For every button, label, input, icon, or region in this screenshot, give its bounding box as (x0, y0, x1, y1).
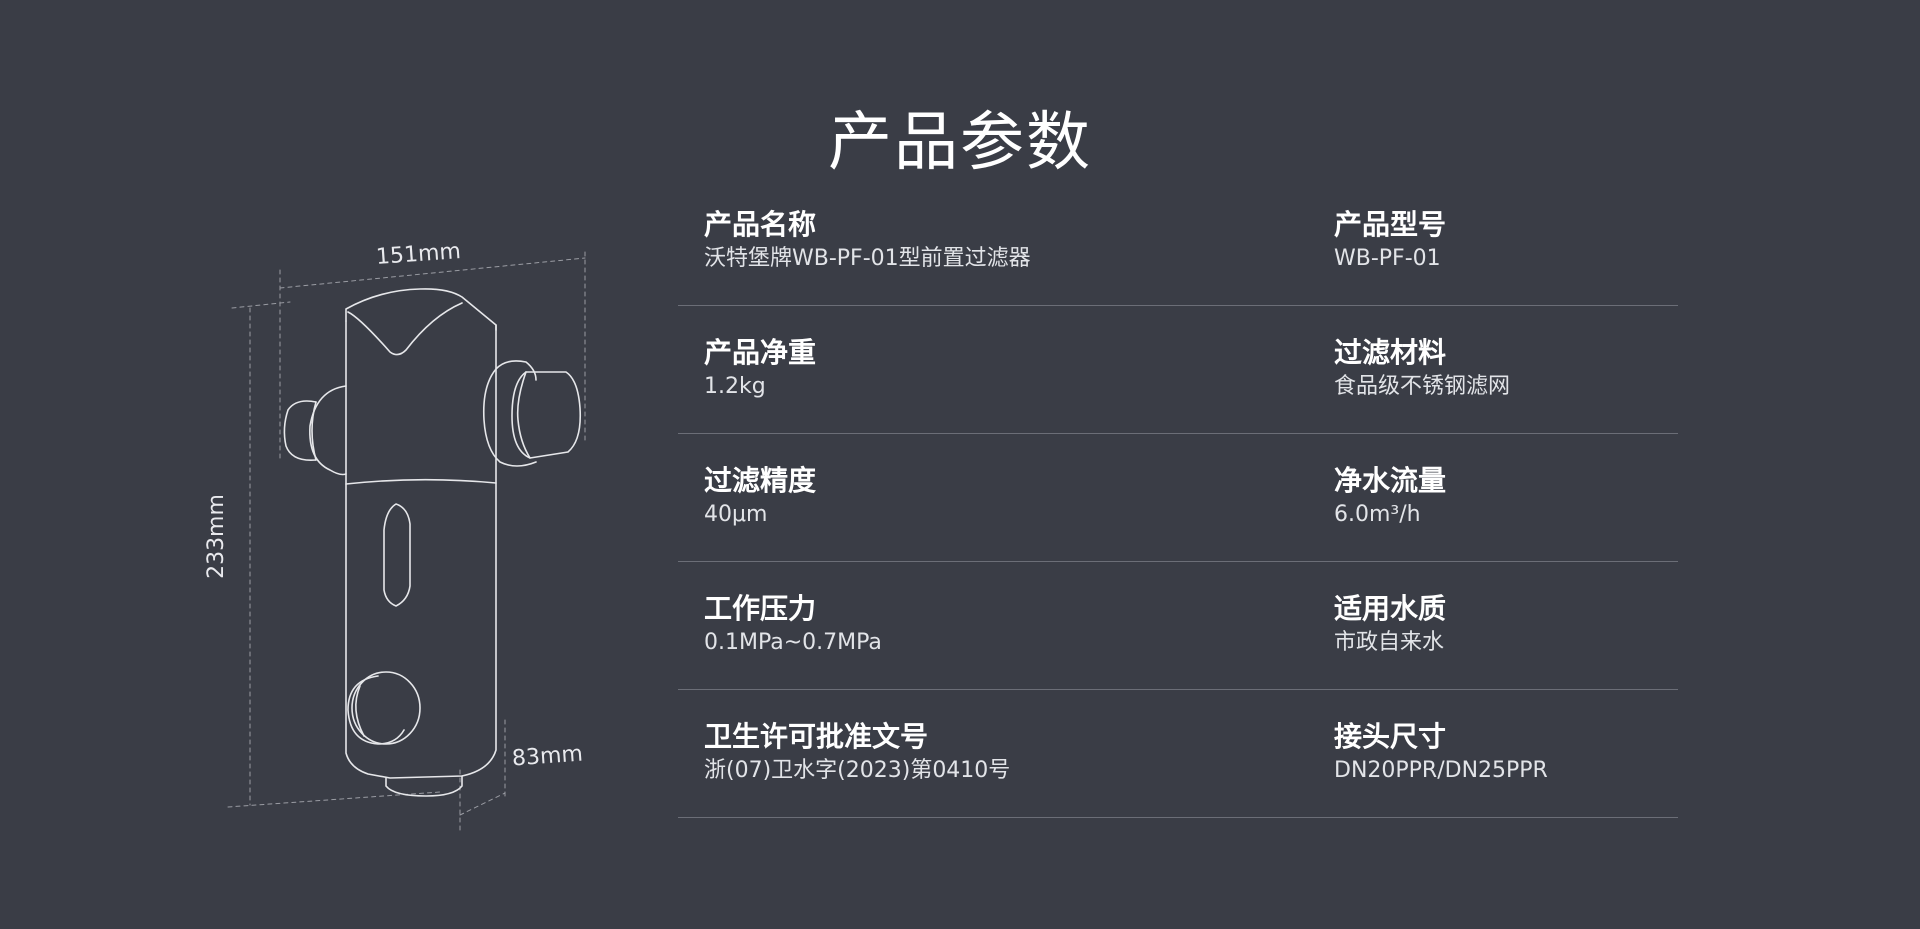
spec-value: 1.2kg (704, 374, 766, 399)
spec-value: 食品级不锈钢滤网 (1334, 374, 1511, 399)
spec-label: 净水流量 (1334, 464, 1447, 497)
filter-outline-illustration (227, 251, 586, 831)
dimension-guides (227, 251, 586, 831)
spec-label: 产品净重 (704, 336, 817, 369)
page-title: 产品参数 (828, 106, 1092, 180)
spec-row: 工作压力 0.1MPa~0.7MPa 适用水质 市政自来水 (678, 562, 1678, 690)
depth-dimension-label: 83mm (511, 741, 584, 772)
spec-row: 产品净重 1.2kg 过滤材料 食品级不锈钢滤网 (678, 306, 1678, 434)
spec-item: 净水流量 6.0m³/h (1334, 462, 1446, 530)
spec-label: 工作压力 (704, 592, 817, 625)
spec-label: 卫生许可批准文号 (704, 720, 929, 753)
spec-item: 产品型号 WB-PF-01 (1334, 206, 1446, 274)
spec-value: 市政自来水 (1334, 630, 1445, 655)
spec-label: 适用水质 (1334, 592, 1447, 625)
spec-item: 过滤材料 食品级不锈钢滤网 (1334, 334, 1510, 402)
spec-label: 过滤精度 (704, 464, 817, 497)
spec-item: 卫生许可批准文号 浙(07)卫水字(2023)第0410号 (704, 718, 1010, 786)
spec-value: 浙(07)卫水字(2023)第0410号 (704, 758, 1011, 783)
spec-row: 产品名称 沃特堡牌WB-PF-01型前置过滤器 产品型号 WB-PF-01 (678, 178, 1678, 306)
spec-label: 产品型号 (1334, 208, 1447, 241)
spec-value: 40μm (704, 502, 768, 527)
spec-item: 产品净重 1.2kg (704, 334, 816, 402)
spec-table: 产品名称 沃特堡牌WB-PF-01型前置过滤器 产品型号 WB-PF-01 产品… (678, 178, 1678, 818)
spec-item: 接头尺寸 DN20PPR/DN25PPR (1334, 718, 1548, 786)
spec-item: 产品名称 沃特堡牌WB-PF-01型前置过滤器 (704, 206, 1031, 274)
spec-value: 沃特堡牌WB-PF-01型前置过滤器 (704, 246, 1031, 271)
spec-value: DN20PPR/DN25PPR (1334, 758, 1548, 783)
spec-item: 适用水质 市政自来水 (1334, 590, 1446, 658)
spec-value: 6.0m³/h (1334, 502, 1421, 527)
spec-label: 接头尺寸 (1334, 720, 1447, 753)
spec-item: 工作压力 0.1MPa~0.7MPa (704, 590, 882, 658)
spec-row: 卫生许可批准文号 浙(07)卫水字(2023)第0410号 接头尺寸 DN20P… (678, 690, 1678, 818)
spec-row: 过滤精度 40μm 净水流量 6.0m³/h (678, 434, 1678, 562)
spec-label: 过滤材料 (1334, 336, 1447, 369)
spec-item: 过滤精度 40μm (704, 462, 816, 530)
product-line-drawing: 151mm 233mm 83mm (200, 230, 620, 831)
height-dimension-label: 233mm (203, 494, 229, 579)
spec-value: WB-PF-01 (1334, 246, 1441, 271)
spec-label: 产品名称 (704, 208, 817, 241)
spec-value: 0.1MPa~0.7MPa (704, 630, 882, 655)
